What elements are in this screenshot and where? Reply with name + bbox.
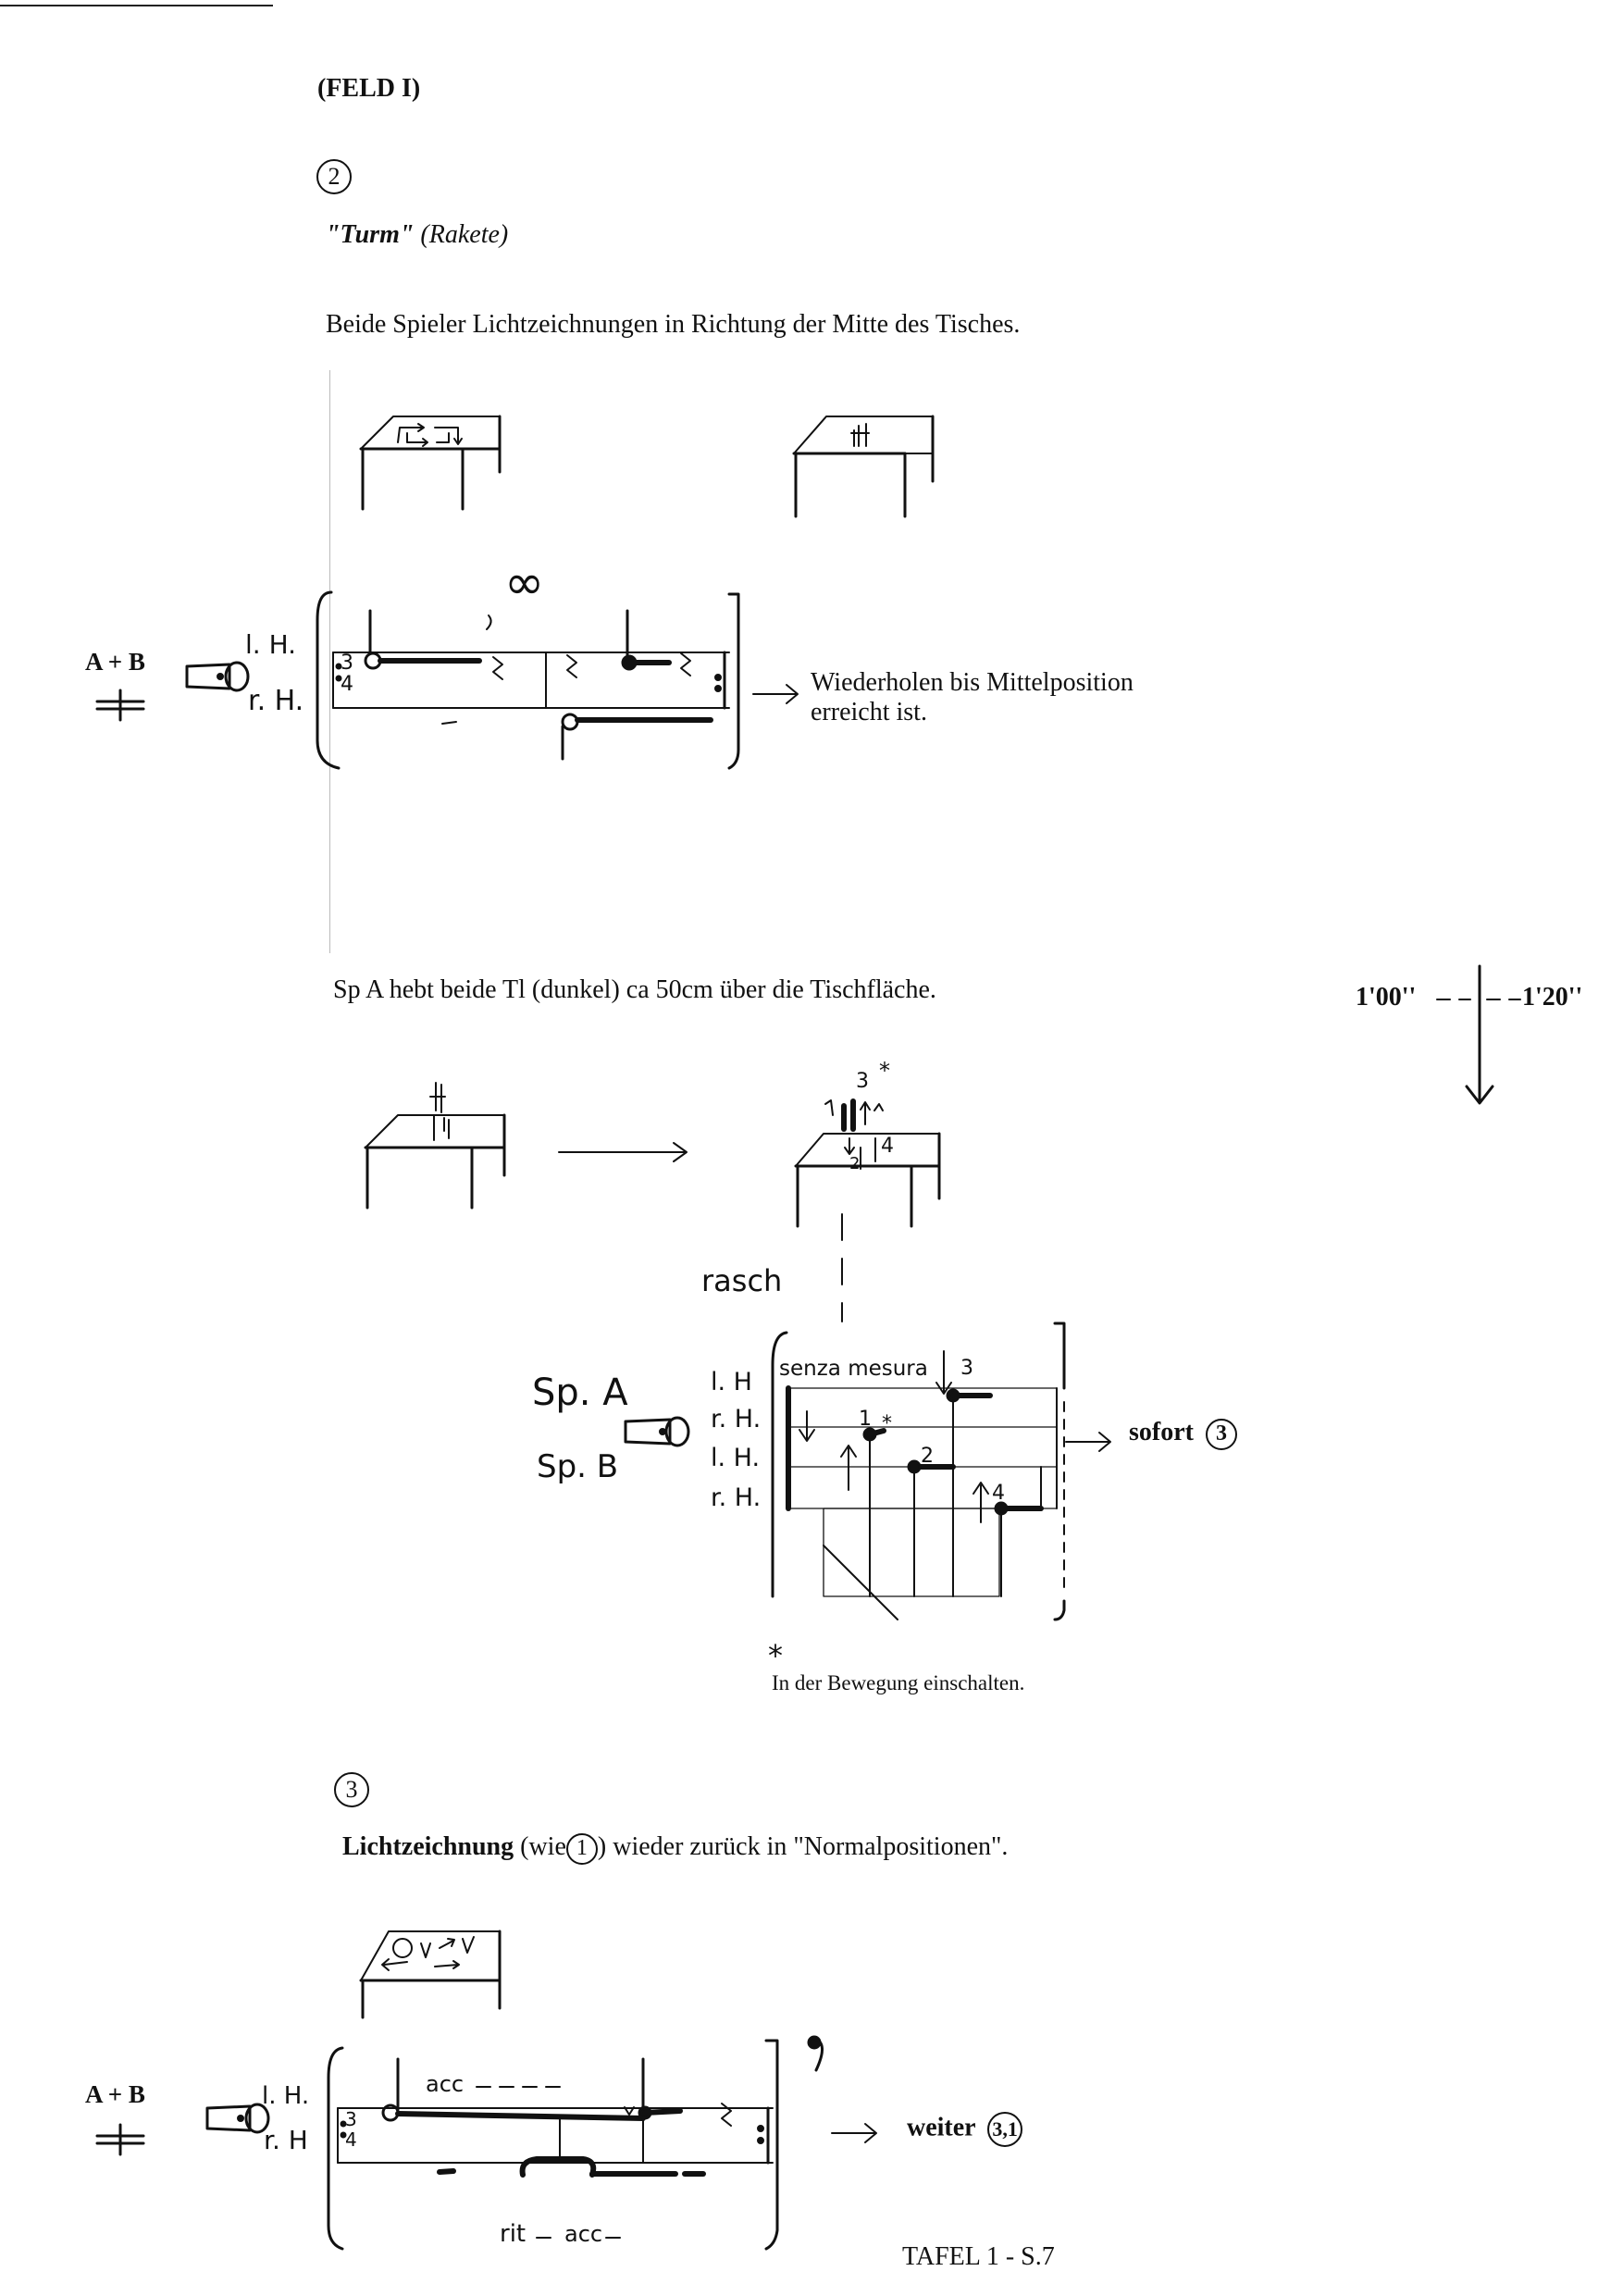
- note-num-1: 1: [859, 1408, 872, 1431]
- time-sig-bottom-3: 4: [345, 2128, 357, 2151]
- footnote-text: In der Bewegung einschalten.: [772, 1671, 1025, 1694]
- table-sketch-return: [359, 1930, 502, 2019]
- time-sig-top-3: 3: [345, 2108, 357, 2130]
- section-3-bold: Lichtzeichnung: [342, 1832, 514, 1861]
- next-weiter-label: weiter: [907, 2113, 976, 2142]
- sp-a-instruction: Sp A hebt beide Tl (dunkel) ca 50cm über…: [333, 975, 936, 1004]
- senza-mesura: senza mesura: [779, 1357, 928, 1381]
- note-asterisk: *: [882, 1412, 892, 1435]
- hand-label-lh: l. H.: [245, 629, 297, 660]
- top-rule: [0, 5, 273, 6]
- field-title: (FELD I): [317, 74, 421, 103]
- next-weiter-circle: 3,1: [987, 2112, 1023, 2147]
- sp-b-label: Sp. B: [537, 1448, 619, 1485]
- next-sofort-circle: 3: [1205, 1418, 1237, 1450]
- section-2-number: 2: [328, 163, 341, 190]
- section-2-instruction: Beide Spieler Lichtzeichnungen in Richtu…: [326, 310, 1021, 339]
- vertical-dashed-connector: [841, 1213, 843, 1322]
- svg-text:2: 2: [849, 1154, 860, 1173]
- table-sketch-lights-raised: 3 * 4 2: [794, 1058, 941, 1228]
- page-footer: TAFEL 1 - S.7: [902, 2242, 1055, 2271]
- sp-a-label: Sp. A: [532, 1371, 628, 1414]
- section-3-paren: (wie: [520, 1832, 566, 1861]
- svg-text:3: 3: [856, 1070, 869, 1093]
- players-label-ab-3: A + B: [85, 2080, 145, 2108]
- arrow-right: [752, 684, 799, 704]
- title-sub: (Rakete): [420, 220, 509, 249]
- flashlight-icon: [624, 1416, 690, 1447]
- lower-acc: acc: [564, 2221, 602, 2247]
- timing-arrow: [1436, 964, 1521, 1105]
- next-sofort: sofort 3: [1129, 1418, 1237, 1450]
- svg-text:*: *: [879, 1058, 890, 1084]
- repeat-infinity: ∞: [504, 555, 545, 611]
- next-weiter: weiter 3,1: [907, 2112, 1023, 2147]
- hand-label-a-lh: l. H: [711, 1368, 752, 1396]
- timing-start: 1'00'': [1356, 983, 1417, 1011]
- section-3-number: 3: [345, 1776, 358, 1803]
- section-2-number-circle: 2: [316, 159, 352, 194]
- table-sketch-lights-down: [364, 1082, 506, 1210]
- svg-text:4: 4: [881, 1135, 894, 1158]
- notation-staff-2a: 3 4: [316, 590, 740, 770]
- breath-mark: [807, 2035, 824, 2072]
- section-2-title: "Turm" (Rakete): [326, 220, 508, 250]
- section-3-ref-circle: 1: [565, 1832, 598, 1865]
- notation-staff-2b: senza mesura 1 2 3 4 *: [771, 1322, 1066, 1621]
- note-num-4: 4: [992, 1482, 1005, 1505]
- double-cross-symbol: [95, 689, 145, 722]
- repeat-text-line2: erreicht ist.: [811, 698, 927, 726]
- next-weiter-number: 3,1: [992, 2117, 1018, 2141]
- section-3-number-circle: 3: [334, 1772, 369, 1807]
- hand-label-rh: r. H.: [248, 685, 304, 717]
- flashlight-icon: [185, 661, 250, 692]
- tempo-marking: rasch: [701, 1263, 783, 1298]
- next-sofort-label: sofort: [1129, 1418, 1194, 1446]
- repeat-text-line1: Wiederholen bis Mittelposition: [811, 668, 1134, 697]
- table-sketch-spiral: [359, 415, 502, 511]
- notation-staff-3: 3 4 acc rit acc: [327, 2039, 779, 2251]
- double-cross-symbol-3: [95, 2123, 145, 2156]
- table-sketch-center: [792, 415, 935, 518]
- arrow-right-sofort: [1065, 1432, 1111, 1452]
- time-sig-top: 3: [341, 652, 353, 675]
- margin-line: [329, 370, 330, 953]
- section-3-ref-number: 1: [576, 1835, 588, 1860]
- hand-label-b-rh: r. H.: [711, 1483, 762, 1512]
- title-main: "Turm": [326, 220, 415, 249]
- flashlight-icon: [205, 2103, 270, 2134]
- section-3-instruction: Lichtzeichnung (wie 1 ) wieder zurück in "…: [342, 1832, 1008, 1865]
- footnote-star: *: [768, 1638, 783, 1673]
- hand-label-rh-3: r. H: [264, 2125, 308, 2155]
- time-sig-bottom: 4: [341, 673, 353, 696]
- next-sofort-number: 3: [1215, 1421, 1227, 1446]
- hand-label-lh-3: l. H.: [262, 2082, 310, 2110]
- hand-label-a-rh: r. H.: [711, 1405, 762, 1433]
- arrow-to-raised: [558, 1142, 688, 1162]
- players-label-ab: A + B: [85, 648, 145, 676]
- timing-end: 1'20'': [1522, 983, 1583, 1011]
- arrow-right-weiter: [831, 2123, 877, 2143]
- note-num-3: 3: [960, 1357, 973, 1380]
- note-num-2: 2: [921, 1445, 934, 1468]
- section-3-rest: ) wieder zurück in "Normalpositionen".: [597, 1832, 1009, 1861]
- hand-label-b-lh: l. H.: [711, 1444, 761, 1472]
- lower-rit: rit: [500, 2220, 526, 2248]
- upper-acc: acc: [426, 2071, 464, 2097]
